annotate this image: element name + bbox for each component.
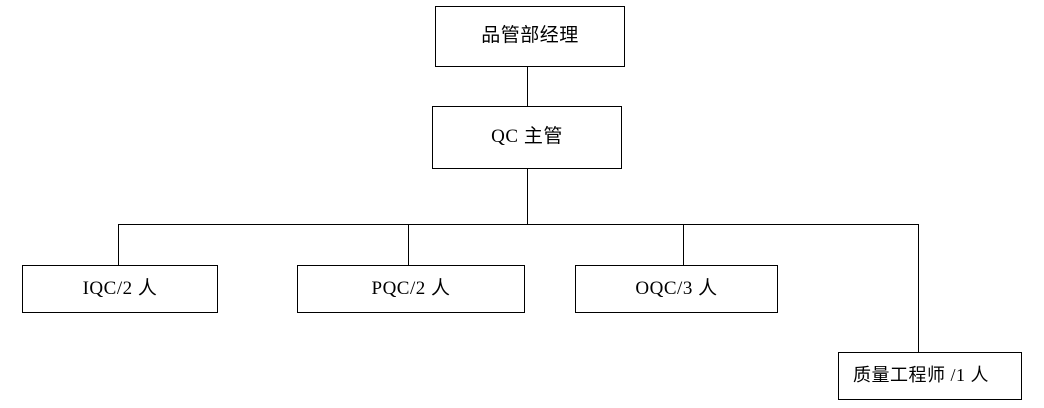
connector-bus-to-iqc xyxy=(118,224,119,266)
connector-manager-to-qc-supervisor xyxy=(527,66,528,107)
org-node-qc-supervisor-label: QC 主管 xyxy=(491,126,563,148)
org-node-manager-label: 品管部经理 xyxy=(481,25,579,47)
connector-bus-to-quality-engineer xyxy=(918,224,919,353)
connector-bus-to-oqc xyxy=(683,224,684,266)
connector-qc-supervisor-to-bus xyxy=(527,168,528,225)
org-node-quality-engineer[interactable]: 质量工程师 /1 人 xyxy=(838,352,1022,400)
connector-bus-to-pqc xyxy=(408,224,409,266)
org-node-oqc-label: OQC/3 人 xyxy=(635,277,718,299)
connector-horizontal-bus xyxy=(118,224,919,225)
org-node-pqc-label: PQC/2 人 xyxy=(371,277,451,299)
org-node-iqc[interactable]: IQC/2 人 xyxy=(22,265,218,313)
org-node-qc-supervisor[interactable]: QC 主管 xyxy=(432,106,622,169)
org-node-quality-engineer-label: 质量工程师 /1 人 xyxy=(853,365,990,386)
org-node-manager[interactable]: 品管部经理 xyxy=(435,6,625,67)
org-node-iqc-label: IQC/2 人 xyxy=(82,277,158,299)
org-node-pqc[interactable]: PQC/2 人 xyxy=(297,265,525,313)
org-node-oqc[interactable]: OQC/3 人 xyxy=(575,265,778,313)
